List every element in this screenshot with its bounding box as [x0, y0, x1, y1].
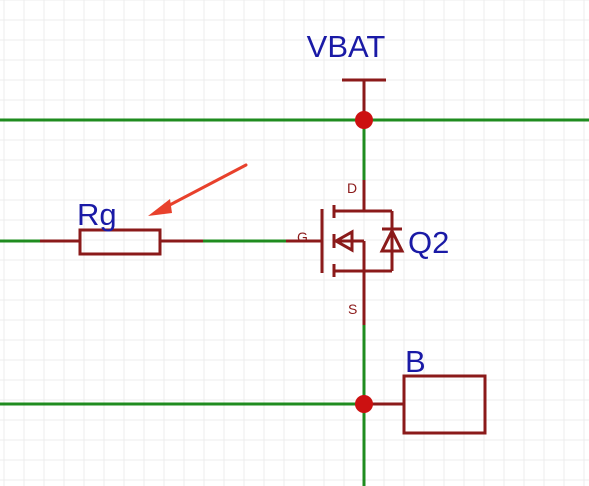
transistor-label: Q2 [408, 225, 449, 260]
arrow-icon [148, 163, 248, 216]
wires [0, 118, 589, 486]
vbat-label: VBAT [307, 29, 386, 64]
drain-pin-label: D [347, 180, 357, 196]
b-junction-dot [355, 395, 373, 413]
mosfet-arrow-icon [332, 229, 354, 253]
vbat-junction-dot [355, 111, 373, 129]
gate-pin-label: G [297, 229, 308, 245]
source-pin-label: S [348, 301, 357, 317]
port-label: B [405, 344, 426, 379]
resistor-rg[interactable] [40, 228, 203, 256]
resistor-label: Rg [77, 197, 117, 232]
diode-icon [379, 227, 405, 253]
